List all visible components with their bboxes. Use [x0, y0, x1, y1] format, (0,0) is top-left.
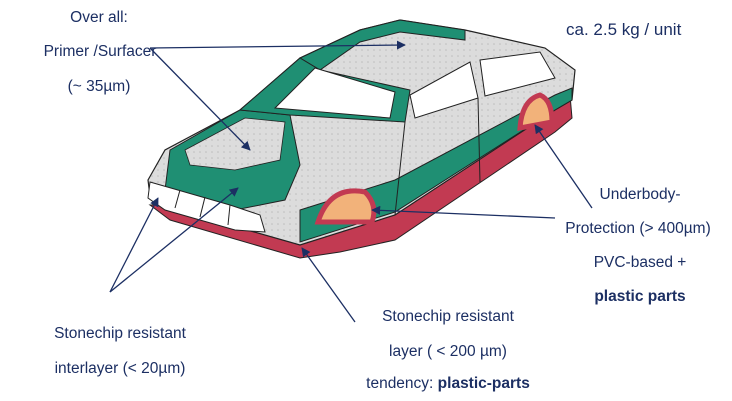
weight-note: ca. 2.5 kg / unit	[566, 20, 682, 39]
arrow-stonechip	[301, 247, 356, 323]
stonechip-label-line2: layer ( < 200 µm)	[389, 343, 507, 360]
windshield	[273, 67, 396, 119]
door-line-2	[477, 97, 481, 183]
primer-label-line2: Primer /Surfacer	[43, 43, 157, 60]
door-line	[394, 121, 406, 216]
rear-wheelhouse	[517, 92, 555, 132]
stonechip-tendency-bold: plastic-parts	[437, 375, 530, 392]
hood-primer	[184, 117, 286, 171]
primer-label-line1: Over all:	[70, 9, 128, 26]
underbody-label-line4: plastic parts	[594, 288, 686, 305]
arrow-underbody-rear	[534, 124, 593, 209]
interlayer-label-line2: interlayer (< 20µm)	[54, 360, 186, 377]
stonechip-label-line1: Stonechip resistant	[382, 308, 514, 325]
underbody-label-line2: Protection (> 400µm)	[565, 220, 711, 237]
stonechip-tendency-prefix: tendency:	[366, 375, 438, 392]
primer-label-line3: (~ 35µm)	[67, 78, 131, 95]
arrow-interlayer-front	[109, 197, 159, 293]
arrow-primer-hood	[149, 47, 251, 151]
stonechip-label-line3: tendency: plastic-parts	[336, 376, 560, 392]
underbody-label-line1: Underbody-	[599, 186, 681, 203]
arrow-underbody-front	[371, 205, 556, 219]
interlayer-label-line1: Stonechip resistant	[54, 325, 186, 342]
side-window-rear	[479, 51, 556, 97]
underbody-label-line3: PVC-based +	[593, 254, 687, 271]
front-wheelhouse	[314, 188, 377, 225]
arrow-primer-roof	[149, 40, 406, 50]
arrow-interlayer-hood	[109, 187, 239, 293]
green-roof	[298, 19, 466, 71]
